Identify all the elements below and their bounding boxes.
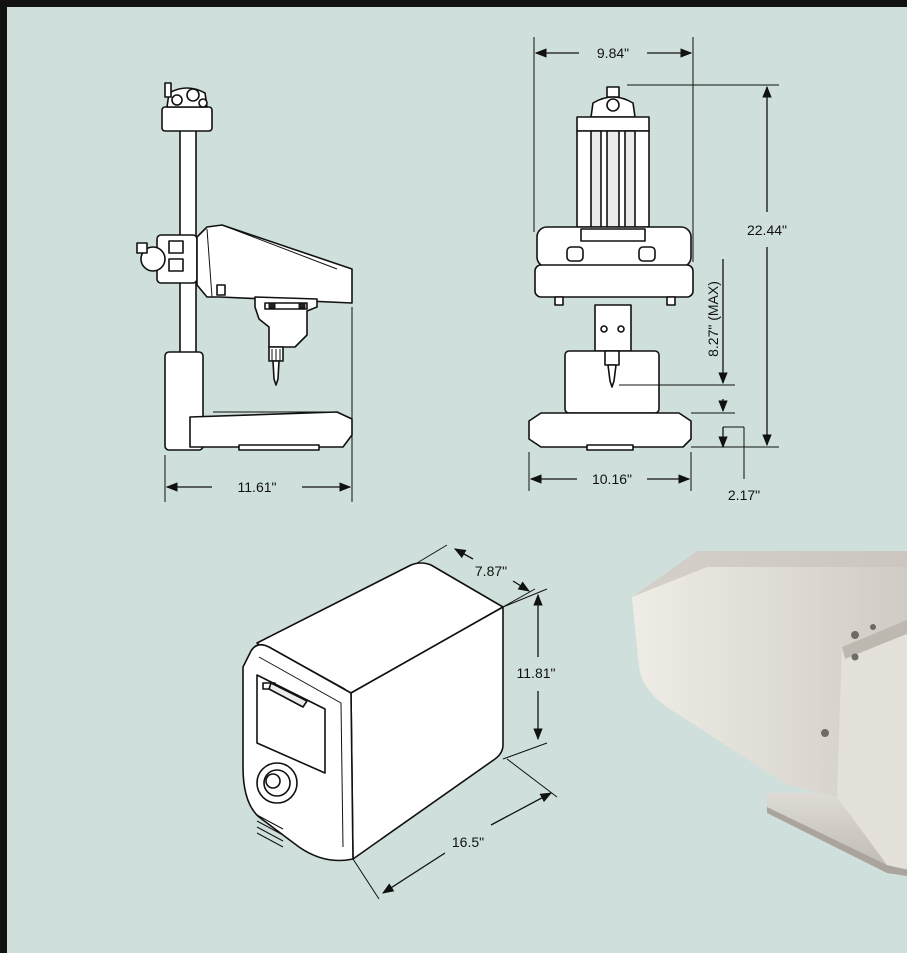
dimension-drawing: 11.61": [136, 37, 907, 900]
controller-unit: [242, 544, 558, 900]
dim-base-height: 2.17": [728, 487, 760, 503]
dim-front-head-width: 9.84": [597, 45, 629, 61]
dim-controller-height: 11.81": [517, 665, 556, 681]
marking-machine-side-view: [136, 82, 353, 502]
dim-max-stroke: 8.27" (MAX): [705, 281, 721, 357]
marking-machine-front-view: [528, 37, 779, 491]
dim-front-base-width: 10.16": [592, 471, 632, 487]
marking-head-photo: [632, 551, 907, 876]
dim-controller-length: 16.5": [452, 834, 484, 850]
dim-side-base-width: 11.61": [238, 479, 277, 495]
dim-controller-depth: 7.87": [475, 563, 507, 579]
dim-overall-height: 22.44": [747, 222, 787, 238]
